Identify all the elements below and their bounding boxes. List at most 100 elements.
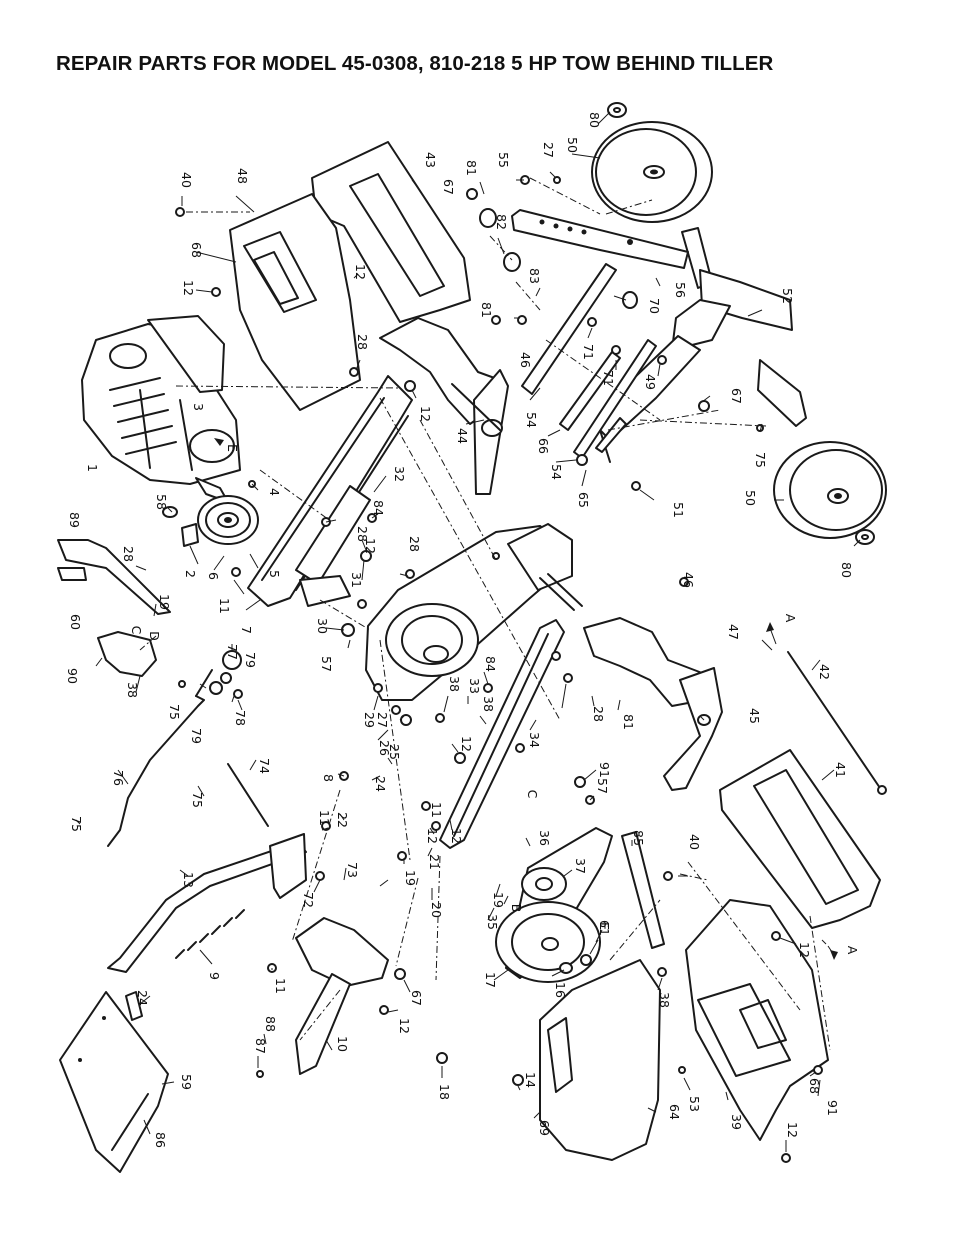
part-callout-c5: 5	[267, 570, 282, 578]
belt-and-pulleys	[495, 827, 613, 983]
part-callout-c73: 73	[345, 862, 360, 878]
engine-pulley	[197, 495, 259, 545]
part-callout-cCb: C	[525, 790, 540, 799]
part-callout-c84a: 84	[371, 500, 386, 516]
part-callout-c91b: 91	[825, 1100, 840, 1116]
part-callout-c57b: 57	[595, 778, 610, 794]
part-callout-c14: 14	[523, 1072, 538, 1088]
straps	[521, 263, 657, 466]
part-callout-c25: 25	[387, 744, 402, 760]
belt-cover-64	[539, 959, 661, 1161]
washer-80-top	[607, 102, 627, 118]
part-callout-c72: 72	[301, 892, 316, 908]
part-callout-c69: 69	[537, 1120, 552, 1136]
part-callout-c12d: 12	[363, 538, 378, 554]
part-callout-c45: 45	[747, 708, 762, 724]
part-callout-c3: 3	[191, 403, 206, 411]
rod-74	[227, 763, 269, 827]
part-callout-c11c: 11	[429, 802, 444, 818]
part-callout-c80b: 80	[839, 562, 854, 578]
part-callout-c22: 22	[335, 812, 350, 828]
part-callout-c67b: 67	[729, 388, 744, 404]
hitch-bar	[511, 209, 689, 269]
part-callout-c38e: 38	[657, 992, 672, 1008]
part-callout-c2: 2	[183, 570, 198, 578]
part-callout-c64: 64	[667, 1104, 682, 1120]
pin-24	[125, 991, 143, 1021]
part-callout-c89: 89	[67, 512, 82, 528]
part-callout-c76: 76	[111, 770, 126, 786]
part-callout-c6: 6	[206, 572, 221, 580]
part-callout-c84b: 84	[483, 656, 498, 672]
part-callout-c81a: 81	[464, 160, 479, 176]
part-callout-c27b: 27	[375, 712, 390, 728]
part-callout-c42: 42	[817, 664, 832, 680]
part-callout-c54a: 54	[524, 412, 539, 428]
tine-45	[583, 617, 723, 791]
part-callout-c68a: 68	[189, 242, 204, 258]
bracket-90	[97, 631, 157, 677]
part-callout-c37: 37	[573, 858, 588, 874]
part-callout-c83: 83	[527, 268, 542, 284]
part-callout-c85: 85	[631, 830, 646, 846]
hood-41	[719, 749, 881, 929]
part-callout-c28b: 28	[355, 526, 370, 542]
part-callout-c8: 8	[321, 774, 336, 782]
part-callout-c75d: 75	[190, 792, 205, 808]
part-callout-c44: 44	[455, 428, 470, 444]
part-callout-c40b: 40	[687, 834, 702, 850]
part-callout-c49: 49	[643, 374, 658, 390]
belt-guard-39	[685, 899, 829, 1141]
part-callout-c79b: 79	[189, 728, 204, 744]
part-callout-c12e: 12	[459, 736, 474, 752]
part-callout-c19a: 19	[157, 594, 172, 610]
part-callout-c60: 60	[68, 614, 83, 630]
part-callout-c19c: 19	[491, 892, 506, 908]
part-callout-c13: 13	[181, 872, 196, 888]
part-callout-c27a: 27	[541, 142, 556, 158]
part-callout-c12i: 12	[397, 1018, 412, 1034]
part-callout-c12a: 12	[181, 280, 196, 296]
part-callout-c50b: 50	[743, 490, 758, 506]
part-callout-c28d: 28	[591, 706, 606, 722]
part-callout-c61: 61	[597, 920, 612, 936]
part-callout-cAa: A	[783, 614, 798, 623]
part-callout-c71a: 71	[581, 344, 596, 360]
handle-bar	[107, 833, 307, 973]
part-callout-c47: 47	[726, 624, 741, 640]
part-callout-c75b: 75	[167, 704, 182, 720]
part-callout-c7: 7	[239, 626, 254, 634]
part-callout-c11b: 11	[317, 810, 332, 826]
part-callout-c31: 31	[349, 572, 364, 588]
part-callout-c12f: 12	[449, 828, 464, 844]
part-callout-c50a: 50	[565, 137, 580, 153]
part-callout-c48: 48	[235, 168, 250, 184]
spring-9	[175, 909, 245, 959]
part-callout-c16: 16	[553, 982, 568, 998]
tow-rod-end	[877, 785, 887, 795]
part-callout-c75c: 75	[69, 816, 84, 832]
drag-bar	[439, 619, 565, 849]
lift-lever	[107, 695, 205, 847]
part-callout-c33: 33	[467, 678, 482, 694]
part-callout-c9: 9	[207, 972, 222, 980]
part-callout-c11a: 11	[217, 598, 232, 614]
part-callout-c40a: 40	[179, 172, 194, 188]
washer-80-bottom	[855, 529, 875, 545]
part-callout-c81b: 81	[479, 302, 494, 318]
engine	[81, 315, 241, 503]
part-callout-c56: 56	[673, 282, 688, 298]
part-callout-c52: 52	[780, 288, 795, 304]
part-callout-c24a: 24	[373, 776, 388, 792]
tow-rod	[787, 651, 881, 789]
control-bracket	[295, 917, 389, 1075]
part-callout-c24b: 24	[135, 990, 150, 1006]
reference-lines	[139, 177, 831, 1051]
wheel-bottom	[773, 441, 887, 539]
part-number-callouts: 8050275581674348406812128283567052814671…	[65, 112, 860, 1148]
part-callout-c88: 88	[263, 1016, 278, 1032]
key-2	[181, 523, 199, 547]
part-callout-c81c: 81	[621, 714, 636, 730]
part-callout-c59: 59	[179, 1074, 194, 1090]
part-callout-c66: 66	[536, 438, 551, 454]
